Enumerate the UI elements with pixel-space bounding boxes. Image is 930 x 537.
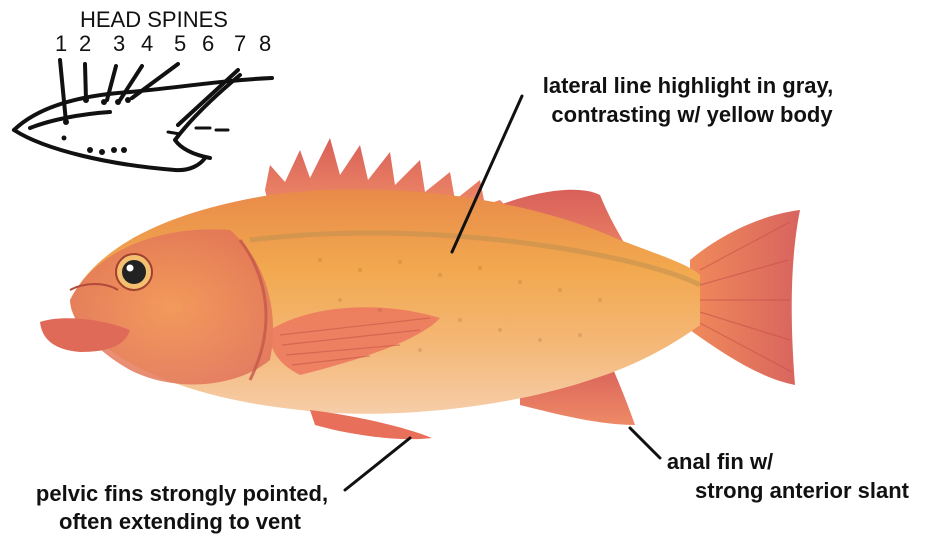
caudal-fin xyxy=(690,210,800,385)
pelvic-fins-label-line2: often extending to vent xyxy=(59,511,301,533)
head-spine-sketch xyxy=(14,60,272,170)
spine-number: 7 xyxy=(234,33,246,55)
anal-fin-label-line2: strong anterior slant xyxy=(695,480,909,502)
spine-number: 8 xyxy=(259,33,271,55)
spine-number: 3 xyxy=(113,33,125,55)
fish-eye xyxy=(116,254,152,290)
head-spine-dots xyxy=(62,97,132,155)
spine-number: 6 xyxy=(202,33,214,55)
pelvic-fin-leader xyxy=(345,438,410,490)
lateral-line-label-line2: contrasting w/ yellow body xyxy=(551,104,832,126)
pelvic-fin xyxy=(310,410,432,439)
anal-fin-leader xyxy=(630,428,660,458)
fish-head xyxy=(70,229,273,384)
spine-number: 1 xyxy=(55,33,67,55)
head-spines-title: HEAD SPINES xyxy=(80,9,228,31)
spine-number: 4 xyxy=(141,33,153,55)
lateral-line-label-line1: lateral line highlight in gray, xyxy=(543,75,834,97)
spine-number: 5 xyxy=(174,33,186,55)
anal-fin-label-line1: anal fin w/ xyxy=(667,451,773,473)
rockfish-illustration xyxy=(40,138,800,439)
pelvic-fins-label-line1: pelvic fins strongly pointed, xyxy=(36,483,328,505)
spine-number: 2 xyxy=(79,33,91,55)
